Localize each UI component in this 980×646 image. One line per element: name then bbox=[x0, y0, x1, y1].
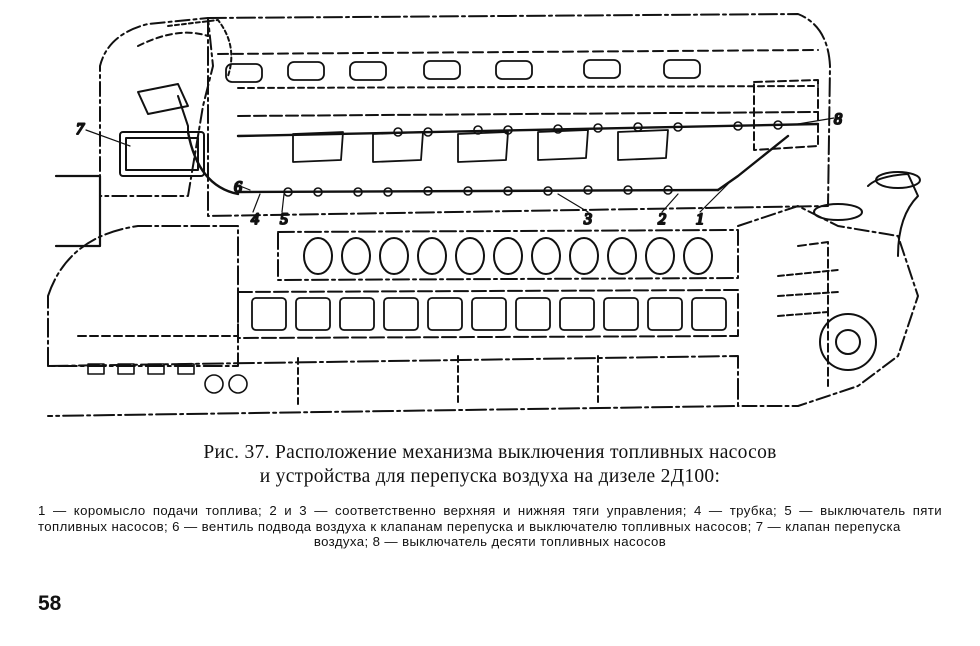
callout-3: 3 bbox=[583, 211, 592, 228]
cylinder-row-block bbox=[277, 229, 739, 281]
lower-control-rod bbox=[236, 188, 720, 194]
legend-text: 1 — коромысло подачи топлива; 2 и 3 — со… bbox=[38, 503, 942, 534]
upper-rod-fittings bbox=[393, 120, 783, 137]
base-frame bbox=[47, 355, 739, 417]
callout-5: 5 bbox=[280, 211, 288, 228]
callout-7: 7 bbox=[76, 121, 85, 138]
left-frame bbox=[54, 174, 102, 248]
lower-windows bbox=[251, 297, 727, 331]
cylinder-ports bbox=[303, 237, 713, 275]
legend-last-line: воздуха; 8 — выключатель десяти топливны… bbox=[313, 534, 667, 550]
caption-line-1: Рис. 37. Расположение механизма выключен… bbox=[203, 442, 777, 463]
lower-rod-fittings bbox=[283, 185, 673, 197]
lower-window-row bbox=[237, 289, 739, 339]
upper-control-rod bbox=[236, 122, 820, 138]
upper-block bbox=[207, 13, 831, 217]
callout-6: 6 bbox=[234, 179, 242, 196]
right-end-panel bbox=[753, 79, 819, 151]
pump-pulley bbox=[819, 313, 877, 371]
page-number: 58 bbox=[38, 592, 62, 615]
figure-legend: 1 — коромысло подачи топлива; 2 и 3 — со… bbox=[38, 503, 942, 550]
engine-illustration: 7 6 4 5 3 2 1 8 bbox=[38, 6, 950, 426]
leader-lines bbox=[85, 117, 835, 213]
caption-line-2: и устройства для перепуска воздуха на ди… bbox=[259, 466, 721, 487]
bypass-valve bbox=[119, 83, 205, 177]
callout-8: 8 bbox=[834, 111, 842, 128]
right-pipe-flange bbox=[875, 171, 921, 189]
callout-4: 4 bbox=[251, 211, 259, 228]
right-pump-assembly bbox=[737, 205, 919, 407]
fuel-rocker-linkage bbox=[716, 134, 790, 192]
engine-drawing: 7 6 4 5 3 2 1 8 bbox=[47, 13, 921, 417]
callout-2: 2 bbox=[658, 211, 666, 228]
figure-caption: Рис. 37. Расположение механизма выключен… bbox=[0, 441, 980, 489]
air-tube bbox=[186, 130, 240, 196]
top-hatches bbox=[225, 59, 701, 83]
crankcase-left bbox=[47, 225, 239, 367]
callout-1: 1 bbox=[696, 211, 704, 228]
left-end-cover bbox=[99, 17, 214, 197]
base-openings bbox=[87, 363, 248, 394]
